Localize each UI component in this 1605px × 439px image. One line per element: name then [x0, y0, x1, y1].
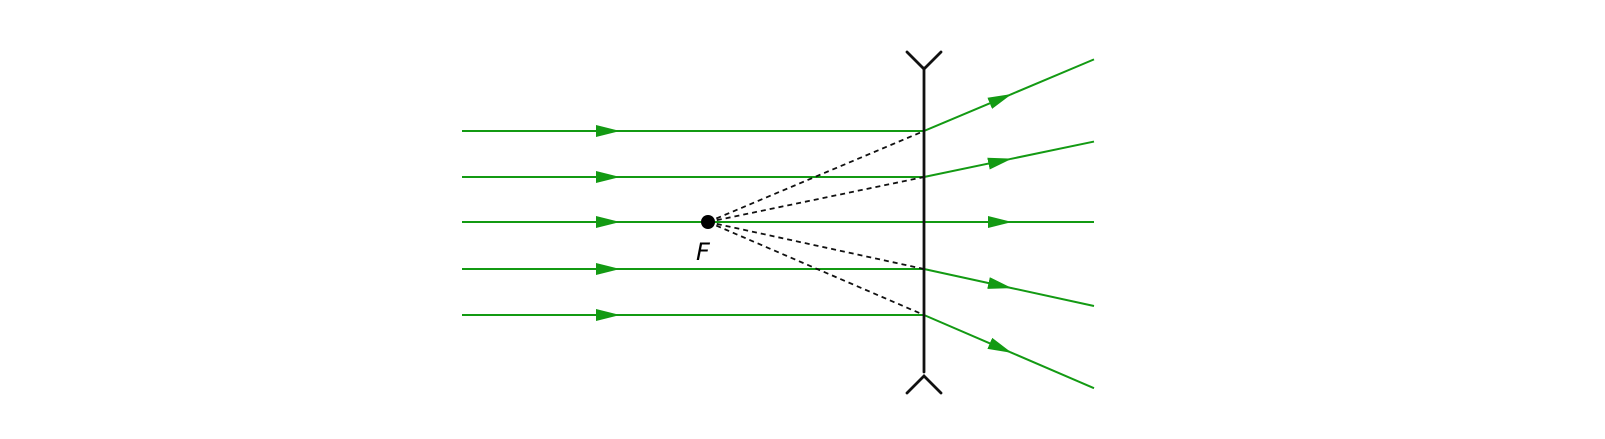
refracted-ray-1	[1009, 58, 1095, 96]
lens-bottom-arrowhead	[905, 374, 943, 395]
refracted-ray-1-arrow	[923, 93, 1012, 132]
virtual-extension-1	[707, 130, 925, 223]
lens-top-arrowhead	[905, 50, 943, 71]
focal-point	[701, 215, 715, 229]
refracted-ray-4	[1009, 286, 1095, 307]
refracted-rays	[923, 58, 1095, 390]
virtual-extension-2	[707, 176, 925, 223]
virtual-ray-extensions	[707, 130, 925, 316]
diverging-lens	[905, 50, 943, 395]
focal-point-label: F	[696, 238, 711, 266]
refracted-ray-4-arrow	[923, 268, 1012, 289]
incident-rays	[462, 125, 924, 321]
refracted-ray-2	[1009, 140, 1095, 161]
refracted-ray-5	[1009, 351, 1095, 390]
refracted-ray-2-arrow	[923, 157, 1012, 178]
virtual-extension-4	[707, 221, 925, 270]
virtual-extension-5	[707, 221, 925, 316]
refracted-ray-5-arrow	[923, 314, 1012, 353]
